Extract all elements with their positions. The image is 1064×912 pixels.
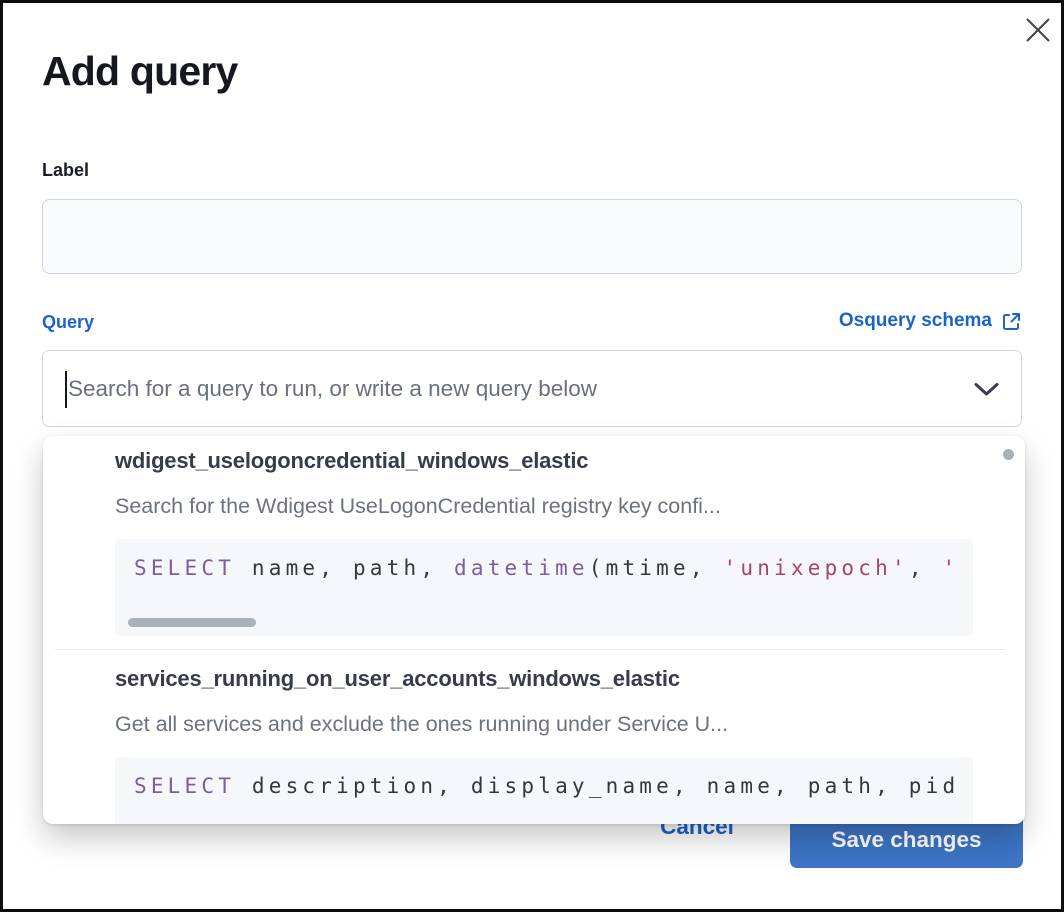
text-cursor (65, 371, 67, 408)
label-field-label: Label (42, 160, 90, 180)
query-option-title[interactable]: wdigest_uselogoncredential_windows_elast… (115, 448, 589, 473)
query-option-sql[interactable]: SELECT description, display_name, name, … (115, 757, 973, 824)
close-icon (1023, 15, 1053, 45)
label-input[interactable] (42, 199, 1022, 274)
osquery-schema-link-label: Osquery schema (838, 310, 992, 331)
query-option-description: Get all services and exclude the ones ru… (115, 712, 729, 736)
query-option-description: Search for the Wdigest UseLogonCredentia… (115, 494, 721, 518)
query-search-input[interactable] (68, 351, 948, 426)
close-button[interactable] (1016, 8, 1060, 52)
vertical-scrollbar-thumb[interactable] (1003, 449, 1014, 460)
external-link-icon (1001, 311, 1022, 332)
osquery-schema-link[interactable]: Osquery schema (839, 310, 1022, 332)
query-combobox[interactable] (42, 350, 1022, 427)
horizontal-scrollbar-thumb[interactable] (128, 618, 256, 627)
query-field-label: Query (42, 312, 95, 332)
chevron-down-icon[interactable] (974, 382, 999, 397)
query-option-sql[interactable]: SELECT name, path, datetime(mtime, 'unix… (115, 539, 973, 636)
query-option-title[interactable]: services_running_on_user_accounts_window… (115, 666, 680, 691)
sql-code: SELECT description, display_name, name, … (134, 774, 956, 798)
option-divider (55, 649, 1005, 650)
sql-code: SELECT name, path, datetime(mtime, 'unix… (134, 556, 956, 580)
modal-title: Add query (42, 48, 238, 94)
query-suggestions-dropdown: wdigest_uselogoncredential_windows_elast… (43, 436, 1025, 824)
